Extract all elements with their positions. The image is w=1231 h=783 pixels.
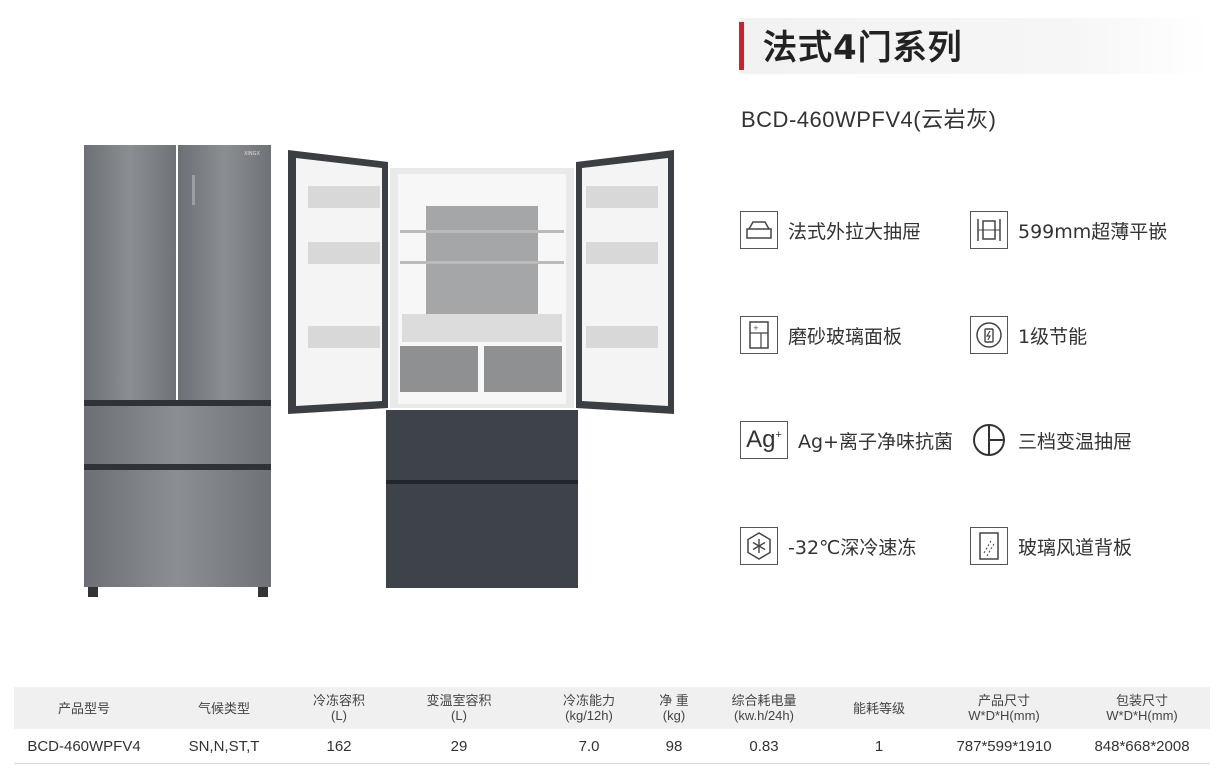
table-cell: 848*668*2008 [1074,729,1210,764]
column-header: 冷冻容积(L) [294,687,384,729]
column-header: 能耗等级 [824,687,934,729]
model-name: BCD-460WPFV4(云岩灰) [741,107,997,132]
column-header: 变温室容积(L) [384,687,534,729]
table-cell: SN,N,ST,T [154,729,294,764]
feature-drawer: 法式外拉大抽屉 [740,210,921,250]
feature-glass-back: 玻璃风道背板 [970,526,1132,566]
feature-label: 磨砂玻璃面板 [788,325,903,348]
brand-mark: XINGX [244,151,261,157]
ag-ion-icon: Ag+ [740,421,788,459]
column-header: 冷冻能力(kg/12h) [534,687,644,729]
spec-table: 产品型号 气候类型 冷冻容积(L) 变温室容积(L) 冷冻能力(kg/12h) … [14,687,1210,764]
fridge-open-image [288,150,674,588]
column-header: 净 重(kg) [644,687,704,729]
table-cell: 7.0 [534,729,644,764]
glass-back-panel-icon [970,527,1008,565]
feature-energy: 1级节能 [970,315,1087,355]
feature-label: 法式外拉大抽屉 [788,220,922,243]
frosted-glass-panel-icon: + [740,316,778,354]
title-banner [739,18,1209,74]
table-header-row: 产品型号 气候类型 冷冻容积(L) 变温室容积(L) 冷冻能力(kg/12h) … [14,687,1210,729]
column-header: 产品型号 [14,687,154,729]
feature-label: 玻璃风道背板 [1018,536,1133,559]
feature-label: 1级节能 [1018,325,1088,348]
feature-label: -32℃深冷速冻 [788,536,917,559]
fridge-closed-image: XINGX [84,145,271,597]
feature-three-zone: 三档变温抽屉 [970,420,1132,460]
feature-ag-ion: Ag+ Ag+离子净味抗菌 [740,420,953,460]
feature-label: 三档变温抽屉 [1018,430,1133,453]
table-cell: 98 [644,729,704,764]
table-cell: 0.83 [704,729,824,764]
feature-flat-embed: 599mm超薄平嵌 [970,210,1167,250]
table-cell: 29 [384,729,534,764]
table-row: BCD-460WPFV4 SN,N,ST,T 162 29 7.0 98 0.8… [14,729,1210,764]
column-header: 气候类型 [154,687,294,729]
column-header: 综合耗电量(kw.h/24h) [704,687,824,729]
table-cell: 1 [824,729,934,764]
energy-battery-icon [970,316,1008,354]
page-title: 法式4门系列 [763,28,963,68]
feature-label: Ag+离子净味抗菌 [798,430,953,453]
feature-deep-freeze: -32℃深冷速冻 [740,526,916,566]
flat-embed-icon [970,211,1008,249]
snowflake-icon [740,527,778,565]
table-cell: BCD-460WPFV4 [14,729,154,764]
feature-label: 599mm超薄平嵌 [1018,220,1168,243]
svg-text:+: + [753,324,759,332]
three-zone-icon [970,421,1008,459]
feature-frosted-glass: + 磨砂玻璃面板 [740,315,902,355]
drawer-icon [740,211,778,249]
title-accent-bar [739,22,744,70]
table-cell: 162 [294,729,384,764]
table-cell: 787*599*1910 [934,729,1074,764]
